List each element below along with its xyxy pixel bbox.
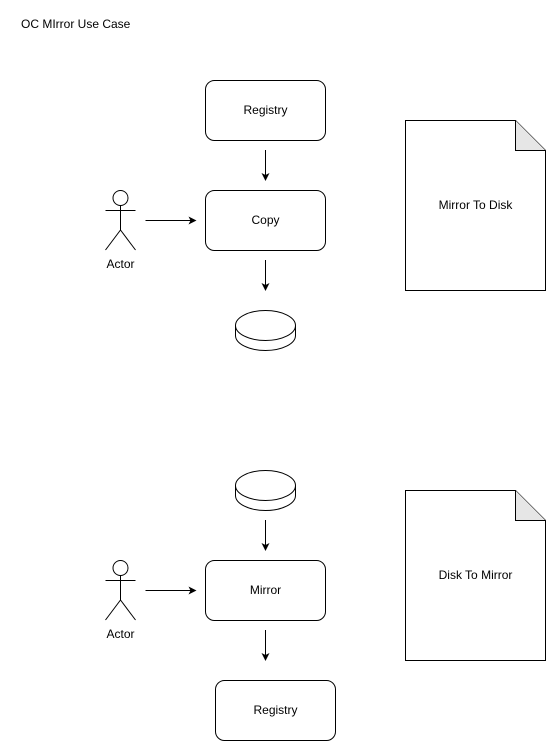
disk-to-mirror-note[interactable]: Disk To Mirror bbox=[405, 490, 546, 661]
copy-box[interactable]: Copy bbox=[205, 190, 326, 251]
mirror-to-disk-note[interactable]: Mirror To Disk bbox=[405, 120, 546, 291]
top-disk-cylinder[interactable] bbox=[235, 310, 296, 351]
mirror-to-disk-label: Mirror To Disk bbox=[439, 198, 514, 212]
top-actor-label: Actor bbox=[106, 257, 134, 271]
mirror-label: Mirror bbox=[250, 583, 281, 597]
diagram-title: OC MIrror Use Case bbox=[21, 17, 131, 31]
copy-label: Copy bbox=[251, 213, 279, 227]
note-fold bbox=[515, 490, 546, 521]
top-registry-label: Registry bbox=[243, 103, 287, 117]
actor-head bbox=[112, 190, 129, 206]
note-fold bbox=[515, 120, 546, 151]
bottom-disk-cylinder[interactable] bbox=[235, 470, 296, 511]
bottom-registry-label: Registry bbox=[253, 703, 297, 717]
mirror-box[interactable]: Mirror bbox=[205, 560, 326, 621]
top-actor[interactable]: Actor bbox=[105, 190, 136, 272]
bottom-actor[interactable]: Actor bbox=[105, 560, 136, 642]
disk-to-mirror-label: Disk To Mirror bbox=[439, 568, 513, 582]
top-registry-box[interactable]: Registry bbox=[205, 80, 326, 141]
bottom-registry-box[interactable]: Registry bbox=[215, 680, 336, 741]
actor-head bbox=[112, 560, 129, 576]
bottom-actor-label: Actor bbox=[106, 627, 134, 641]
